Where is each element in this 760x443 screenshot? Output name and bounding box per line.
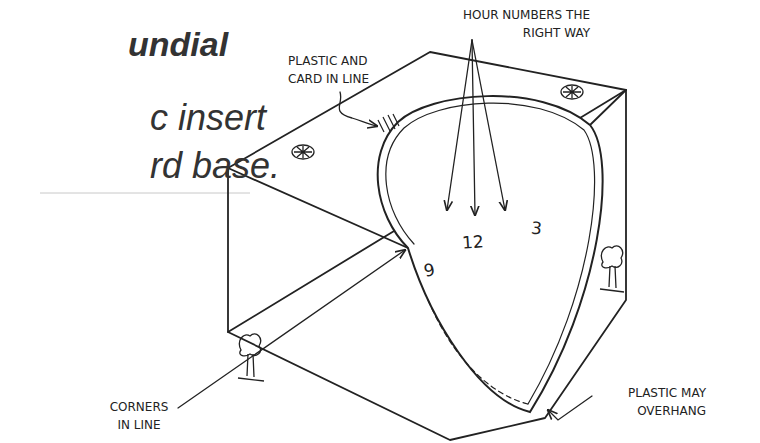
overhang-leader	[548, 396, 592, 420]
note-label: HOUR NUMBERS THE RIGHT WAY	[440, 6, 590, 42]
hour-number: 3	[530, 217, 543, 238]
plastic-dial	[378, 96, 603, 412]
screw-head	[292, 145, 314, 159]
card-base	[228, 52, 626, 440]
corner-leader	[178, 250, 405, 408]
hatch-lines	[378, 114, 399, 132]
note-label: CORNERS IN LINE	[106, 398, 172, 434]
right-top-edge	[590, 90, 626, 125]
plastic-edge	[386, 103, 595, 404]
dial-cutout	[378, 96, 603, 412]
screw-left	[292, 145, 314, 159]
screw-cross	[294, 146, 312, 158]
screw-right	[561, 85, 583, 99]
note-label: PLASTIC AND CARD IN LINE	[288, 52, 388, 88]
screw-head	[561, 85, 583, 99]
tree-trunk	[238, 354, 264, 381]
plastic-overhang	[428, 300, 528, 404]
hatch-mark	[378, 114, 399, 132]
hour-number: 12	[461, 231, 484, 252]
left-edge	[227, 168, 229, 332]
hour-leader	[472, 40, 505, 210]
base-outline	[228, 90, 626, 440]
note-label: PLASTIC MAY OVERHANG	[594, 384, 706, 420]
rule-line	[40, 193, 250, 194]
screw-cross	[563, 86, 581, 98]
tree-crown	[601, 246, 622, 268]
tree-trunk	[600, 266, 624, 292]
heading-title: undial	[128, 24, 228, 64]
card-leader	[339, 92, 377, 126]
hour-leader	[472, 40, 475, 215]
tree-right	[600, 246, 624, 292]
hour-leader	[447, 40, 472, 210]
subtitle: c insert rd base.	[150, 94, 300, 190]
